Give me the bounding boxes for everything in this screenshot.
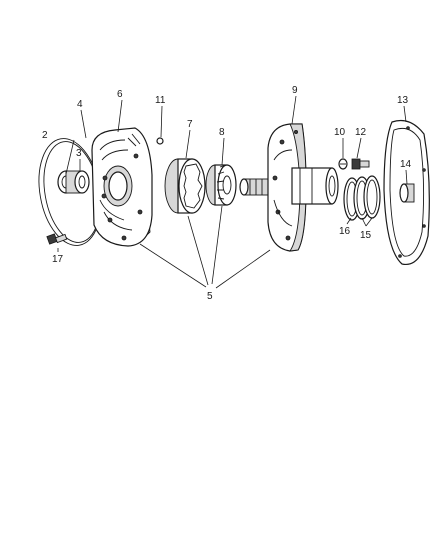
callout-2: 2 <box>42 130 48 141</box>
part-6-pump-housing <box>91 127 153 247</box>
callout-14: 14 <box>400 159 412 170</box>
callout-6: 6 <box>117 89 123 100</box>
callout-3: 3 <box>76 148 82 159</box>
part-17-bolt <box>46 233 68 245</box>
callout-11: 11 <box>155 95 166 106</box>
callout-17: 17 <box>52 254 64 265</box>
part-12-bolt <box>351 158 370 170</box>
part-11-check-ball <box>156 137 164 145</box>
callout-15: 15 <box>360 230 372 241</box>
callout-5: 5 <box>207 291 213 302</box>
part-14-bushing <box>399 183 415 203</box>
callout-12: 12 <box>355 127 367 138</box>
part-9-reaction-shaft-support <box>239 123 339 252</box>
callout-9: 9 <box>292 85 298 96</box>
callout-16: 16 <box>339 226 351 237</box>
part-10-retainer <box>338 158 348 170</box>
callout-4: 4 <box>77 99 83 110</box>
part-8-inner-gear <box>205 164 237 206</box>
part-15-seal-rings <box>353 175 381 220</box>
callout-7: 7 <box>187 119 193 130</box>
callout-8: 8 <box>219 127 225 138</box>
part-3-bushing <box>65 170 90 194</box>
callout-10: 10 <box>334 127 346 138</box>
callout-labels: 2 3 4 6 11 7 8 9 10 12 13 14 16 15 17 5 <box>42 85 412 302</box>
callout-13: 13 <box>397 95 409 106</box>
part-7-outer-rotor <box>164 158 206 214</box>
leader-lines <box>57 95 408 289</box>
